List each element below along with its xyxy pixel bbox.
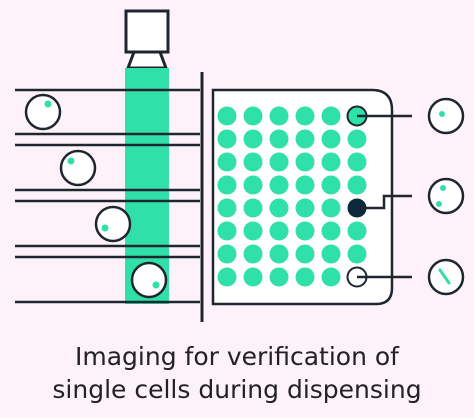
well: [295, 175, 315, 195]
caption-line-2: single cells during dispensing: [52, 375, 422, 404]
result-single-cell: [427, 97, 465, 135]
well: [321, 152, 341, 172]
well: [217, 129, 237, 149]
well: [217, 221, 237, 241]
cell-droplet-3: [94, 205, 132, 243]
result-multiple-cells: [427, 177, 465, 215]
well: [217, 267, 237, 287]
well: [321, 267, 341, 287]
well: [321, 106, 341, 126]
well: [347, 129, 367, 149]
well: [295, 106, 315, 126]
well: [217, 244, 237, 264]
well: [217, 175, 237, 195]
well: [321, 175, 341, 195]
well: [217, 106, 237, 126]
well: [295, 129, 315, 149]
well: [347, 152, 367, 172]
well: [269, 106, 289, 126]
well: [295, 267, 315, 287]
well: [243, 129, 263, 149]
well: [347, 221, 367, 241]
well: [243, 106, 263, 126]
well: [295, 244, 315, 264]
well: [295, 221, 315, 241]
well: [321, 198, 341, 218]
well: [217, 198, 237, 218]
cell-droplet-2: [59, 149, 97, 187]
well: [243, 221, 263, 241]
well: [321, 221, 341, 241]
well: [347, 175, 367, 195]
well: [217, 152, 237, 172]
well: [269, 221, 289, 241]
well: [269, 267, 289, 287]
result-debris: [427, 258, 465, 296]
well: [243, 152, 263, 172]
diagram-graphic: [15, 9, 465, 322]
connector-lines: [357, 114, 412, 279]
well: [347, 244, 367, 264]
well-grid: [217, 105, 368, 288]
cell-droplet-4: [130, 261, 168, 299]
well: [243, 267, 263, 287]
dispense-channels: [15, 88, 200, 304]
well: [295, 152, 315, 172]
caption-line-1: Imaging for verification of: [75, 342, 399, 371]
well: [295, 198, 315, 218]
well: [269, 175, 289, 195]
well: [269, 129, 289, 149]
cell-droplet-1: [24, 93, 62, 131]
well: [321, 244, 341, 264]
well: [243, 198, 263, 218]
well: [243, 244, 263, 264]
well: [321, 129, 341, 149]
well: [243, 175, 263, 195]
camera-icon: [124, 9, 170, 70]
well: [269, 198, 289, 218]
well: [269, 244, 289, 264]
well: [269, 152, 289, 172]
